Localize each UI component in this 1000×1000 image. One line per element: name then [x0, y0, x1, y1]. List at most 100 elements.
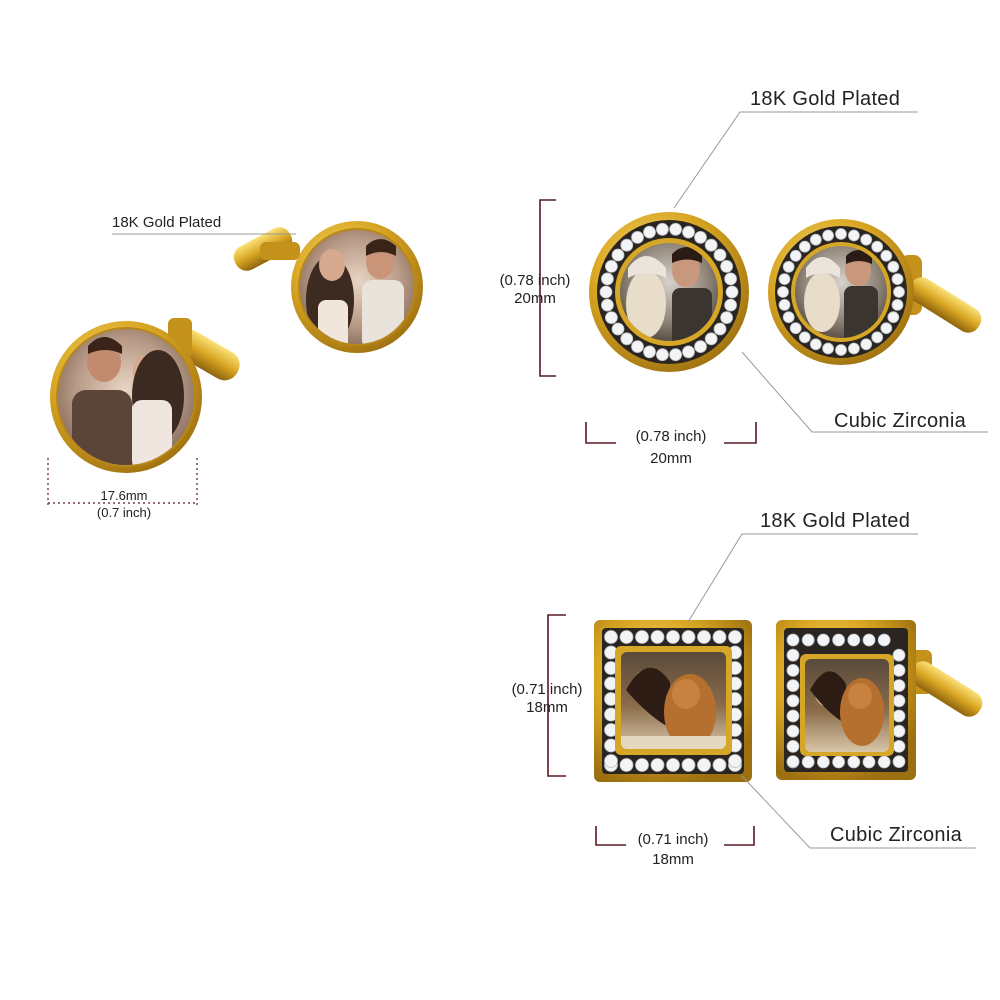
zirconia-stone — [892, 740, 906, 753]
zirconia-stone — [887, 311, 900, 324]
zirconia-stone — [887, 260, 900, 273]
zirconia-stone — [892, 679, 906, 692]
round-zirconia-cufflink-back — [768, 219, 982, 365]
zirconia-stone — [891, 273, 904, 286]
zirconia-stone — [786, 740, 800, 753]
zirconia-stone — [611, 322, 625, 336]
zirconia-stone — [880, 322, 893, 335]
leader-lines — [112, 111, 988, 849]
zirconia-stone — [605, 259, 618, 273]
plain-round-cufflink-front — [50, 318, 240, 473]
zirconia-stone — [611, 248, 625, 262]
zirconia-stone — [848, 342, 860, 355]
zirconia-stone — [786, 724, 800, 738]
zirconia-stone — [697, 630, 711, 644]
zirconia-stone — [635, 758, 649, 772]
zirconia-stone — [681, 630, 696, 644]
zirconia-stone — [817, 755, 830, 769]
zirconia-stone — [892, 709, 906, 723]
zirconia-stone — [786, 694, 800, 708]
zirconia-stone — [681, 758, 696, 772]
zirconia-stone — [835, 344, 847, 356]
zirconia-stone — [704, 332, 718, 346]
zirconia-stone — [786, 709, 800, 723]
zirconia-stone — [720, 311, 733, 325]
zirconia-stone — [728, 754, 742, 768]
zirconia-stone — [782, 260, 795, 273]
dimension-lines — [47, 199, 757, 846]
zirconia-stone — [782, 311, 795, 324]
zirconia-stone — [682, 345, 695, 359]
zirconia-stone — [601, 272, 614, 286]
zirconia-stone — [619, 758, 634, 772]
zirconia-stone — [650, 758, 665, 772]
zirconia-stone — [892, 694, 906, 708]
zirconia-stone — [789, 249, 802, 262]
zirconia-stone — [786, 648, 800, 662]
zirconia-stone — [656, 222, 669, 236]
zirconia-stone — [620, 238, 634, 252]
zirconia-stone — [724, 272, 737, 286]
zirconia-stone — [631, 230, 644, 244]
zirconia-stone — [669, 348, 682, 362]
material-label-square-zirconia: 18K Gold Plated — [760, 510, 911, 532]
zirconia-stone — [786, 633, 800, 647]
zirconia-stone — [892, 664, 906, 677]
width-inch-plain-round: (0.7 inch) — [96, 505, 152, 520]
zirconia-stone — [809, 233, 822, 246]
zirconia-stone — [860, 338, 873, 351]
zirconia-stone — [786, 664, 800, 677]
zirconia-stone — [822, 229, 834, 242]
round-zirconia-cufflink-front — [589, 212, 749, 372]
zirconia-stone — [880, 249, 893, 262]
zirconia-stone — [720, 259, 733, 273]
zirconia-stones-ring — [599, 222, 739, 362]
zirconia-stone — [798, 331, 811, 344]
zirconia-stone — [724, 298, 737, 312]
height-mm-round-zirconia: 20mm — [514, 290, 556, 307]
zirconia-stone — [604, 754, 618, 768]
width-inch-square-zirconia: (0.71 inch) — [637, 831, 709, 848]
zirconia-stone — [599, 285, 613, 299]
zirconia-stone — [778, 298, 791, 311]
zirconia-stone — [643, 225, 656, 239]
zirconia-stone — [798, 240, 811, 253]
zirconia-stone — [694, 340, 707, 354]
zirconia-stone — [862, 633, 876, 647]
zirconia-stone — [871, 331, 884, 344]
height-mm-square-zirconia: 18mm — [526, 699, 568, 716]
zirconia-stone — [666, 630, 680, 644]
stone-label-square-zirconia: Cubic Zirconia — [830, 824, 963, 846]
zirconia-stone — [666, 758, 680, 772]
zirconia-stone — [786, 755, 800, 768]
zirconia-stone — [832, 633, 845, 647]
zirconia-stone — [778, 273, 791, 286]
zirconia-stone — [725, 285, 739, 299]
zirconia-stone — [777, 286, 789, 298]
zirconia-stone — [848, 229, 860, 242]
zirconia-stone — [605, 311, 618, 325]
plain-round-cufflink-back — [233, 221, 423, 353]
zirconia-stone — [832, 755, 845, 769]
zirconia-stone — [786, 679, 800, 692]
material-label-round-zirconia: 18K Gold Plated — [750, 88, 901, 110]
width-mm-plain-round: 17.6mm — [100, 488, 148, 503]
zirconia-stone — [789, 322, 802, 335]
zirconia-stones-frame — [786, 633, 906, 769]
width-inch-round-zirconia: (0.78 inch) — [635, 428, 707, 445]
square-zirconia-cufflink-front — [594, 620, 752, 782]
zirconia-stone — [713, 322, 727, 336]
zirconia-stones-ring — [777, 228, 905, 356]
zirconia-stone — [694, 230, 707, 244]
zirconia-stone — [892, 755, 906, 768]
zirconia-stone — [635, 630, 649, 644]
zirconia-stone — [713, 248, 727, 262]
width-mm-round-zirconia: 20mm — [650, 450, 692, 467]
zirconia-stone — [728, 630, 742, 644]
zirconia-stone — [835, 228, 847, 240]
stone-label-round-zirconia: Cubic Zirconia — [834, 410, 967, 432]
zirconia-stone — [712, 758, 727, 772]
zirconia-stone — [891, 298, 904, 311]
